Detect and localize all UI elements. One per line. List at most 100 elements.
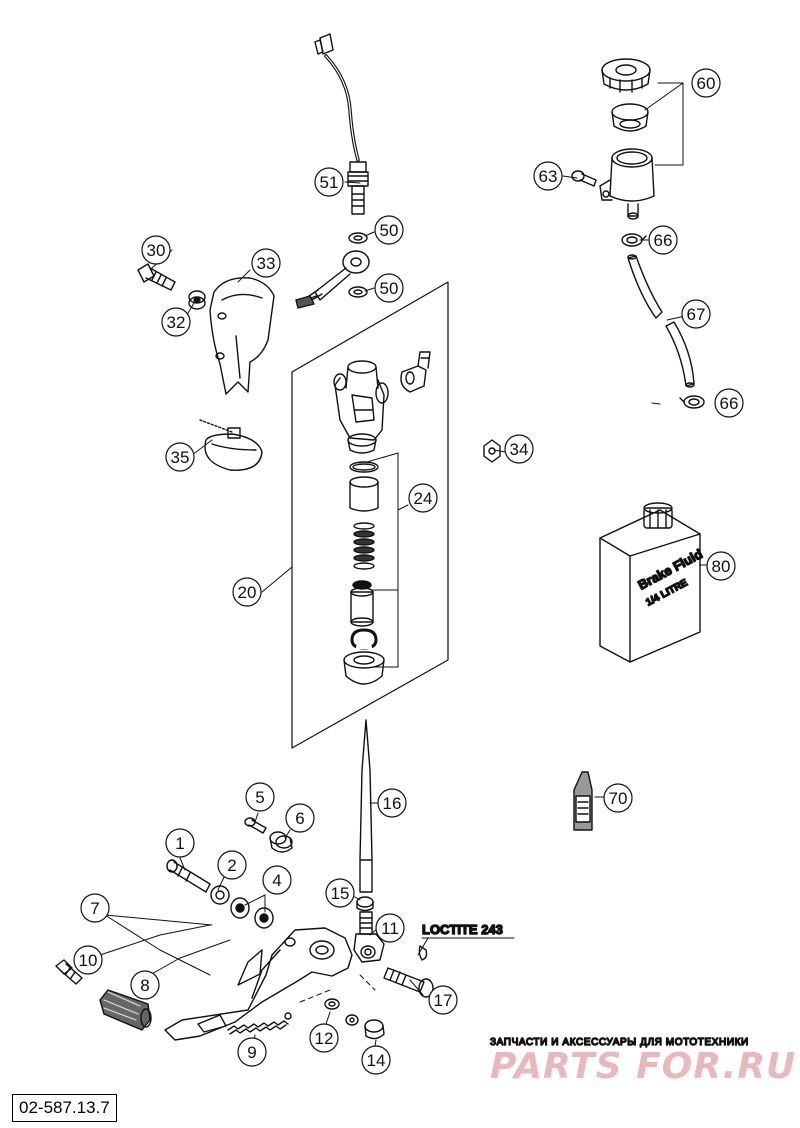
callout-51: 51 <box>314 167 344 197</box>
callout-circle <box>325 878 355 908</box>
protection-cap-33 <box>209 277 275 395</box>
callout-50: 50 <box>374 273 404 303</box>
bolt-10 <box>55 959 83 985</box>
hose-elbow-fitting <box>400 351 431 393</box>
callout-circle <box>232 577 262 607</box>
bushing-6 <box>269 831 293 853</box>
callout-34: 34 <box>504 434 534 464</box>
callout-circle <box>361 1045 391 1075</box>
callout-circle <box>533 161 563 191</box>
callout-circle <box>691 68 721 98</box>
callout-30: 30 <box>141 235 171 265</box>
bushing-14 <box>364 1019 385 1040</box>
callout-circle <box>374 215 404 245</box>
callout-80: 80 <box>706 551 736 581</box>
bolt-1 <box>166 859 211 893</box>
callout-circle <box>165 442 195 472</box>
callout-circle <box>245 782 275 812</box>
callout-number: 80 <box>712 557 731 576</box>
callout-60: 60 <box>691 68 721 98</box>
rubber-grommet-32 <box>188 290 206 310</box>
callout-circle <box>504 434 534 464</box>
callout-number: 17 <box>434 991 453 1010</box>
bolt-17 <box>383 967 434 998</box>
callout-circle <box>80 893 110 923</box>
callout-circle <box>714 388 744 418</box>
watermark-tagline: ЗАПЧАСТИ И АКСЕССУАРЫ ДЛЯ МОТОТЕХНИКИ <box>490 1037 749 1048</box>
callout-circle <box>73 945 103 975</box>
brake-pedal <box>164 927 353 1041</box>
watermark-brand: PARTS FOR.RU <box>490 1046 796 1087</box>
callout-number: 50 <box>380 279 399 298</box>
callout-circle <box>285 803 315 833</box>
callout-24: 24 <box>408 483 438 513</box>
callout-number: 66 <box>654 231 673 250</box>
cap-60 <box>601 58 651 93</box>
callout-33: 33 <box>251 248 281 278</box>
callout-32: 32 <box>161 307 191 337</box>
callout-17: 17 <box>428 985 458 1015</box>
callout-5: 5 <box>245 782 275 812</box>
callout-number: 51 <box>320 173 339 192</box>
dust-boot <box>343 651 385 685</box>
callout-1: 1 <box>165 828 195 858</box>
callout-2: 2 <box>217 850 247 880</box>
watermark-logo: ЗАПЧАСТИ И АКСЕССУАРЫ ДЛЯ МОТОТЕХНИКИ PA… <box>489 1036 796 1087</box>
nut-34 <box>483 439 501 463</box>
loctite-label: LOCTITE 243 <box>422 922 503 937</box>
reservoir <box>599 148 655 220</box>
callout-66: 66 <box>648 225 678 255</box>
washer-13 <box>345 1014 359 1026</box>
loctite-bottle-70 <box>573 771 593 831</box>
callout-number: 67 <box>687 305 706 324</box>
callout-63: 63 <box>533 161 563 191</box>
callout-number: 30 <box>147 241 166 260</box>
callout-number: 1 <box>175 834 184 853</box>
callout-circle <box>374 273 404 303</box>
callout-circle <box>161 307 191 337</box>
callout-7: 7 <box>80 893 110 923</box>
callout-number: 63 <box>539 167 558 186</box>
hose-clamp-66 <box>621 233 705 409</box>
callout-number: 34 <box>510 440 529 459</box>
callout-16: 16 <box>377 788 407 818</box>
copper-washer-50 <box>348 232 368 298</box>
master-cylinder-housing <box>333 360 389 454</box>
callout-number: 24 <box>414 489 433 508</box>
clevis-11 <box>353 911 385 963</box>
callout-circle <box>251 248 281 278</box>
callout-number: 15 <box>331 884 350 903</box>
callout-number: 66 <box>720 394 739 413</box>
callout-14: 14 <box>361 1045 391 1075</box>
spring-9 <box>227 1012 292 1035</box>
callout-circle <box>706 551 736 581</box>
callout-20: 20 <box>232 577 262 607</box>
callout-number: 14 <box>367 1051 386 1070</box>
leader-lines <box>99 82 711 1053</box>
pedal-tip-8 <box>99 989 152 1031</box>
callout-number: 35 <box>171 448 190 467</box>
washer-2 <box>210 885 230 905</box>
callout-circle <box>377 788 407 818</box>
callout-number: 10 <box>79 951 98 970</box>
callout-circle <box>165 828 195 858</box>
callout-35: 35 <box>165 442 195 472</box>
callout-number: 6 <box>295 809 304 828</box>
callout-67: 67 <box>681 299 711 329</box>
reservoir-diaphragm <box>611 103 649 132</box>
callout-6: 6 <box>285 803 315 833</box>
callout-circle <box>217 850 247 880</box>
callout-number: 33 <box>257 254 276 273</box>
callout-number: 2 <box>227 856 236 875</box>
callout-circle <box>237 1037 267 1067</box>
callout-15: 15 <box>325 878 355 908</box>
callout-number: 8 <box>140 976 149 995</box>
callout-number: 5 <box>255 788 264 807</box>
callout-circle <box>262 865 292 895</box>
callout-circle <box>648 225 678 255</box>
callout-50: 50 <box>374 215 404 245</box>
callout-9: 9 <box>237 1037 267 1067</box>
screw-5 <box>244 817 267 834</box>
